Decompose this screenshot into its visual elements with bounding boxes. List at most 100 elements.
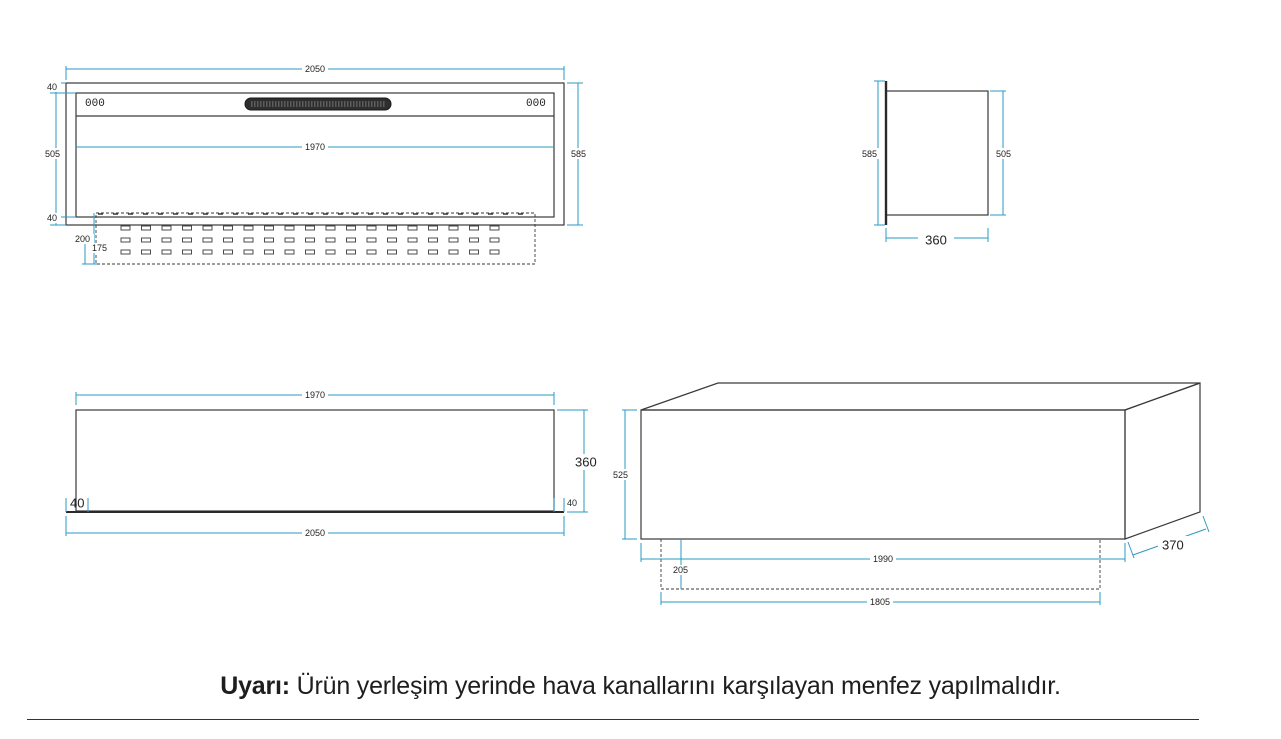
vent-slot [202, 249, 213, 255]
front-outer-frame [65, 82, 565, 226]
vent-slot [264, 249, 274, 255]
dim-side-depth: 360 [925, 233, 947, 248]
dim-top-overall-width: 2050 [305, 528, 325, 538]
dim-side-overall-height: 585 [862, 149, 877, 159]
top-body [75, 409, 555, 512]
dim-side-body-height: 505 [996, 149, 1011, 159]
vent-slot [120, 237, 131, 243]
vent-slot [120, 225, 131, 231]
vent-slot [407, 237, 418, 243]
iso-duct-outline [660, 538, 1101, 590]
vent-slot [325, 249, 336, 255]
vent-slot [366, 249, 377, 255]
control-panel-right: 000 [526, 98, 546, 110]
iso-top-face [640, 382, 1201, 411]
top-view: 1970 2050 360 40 40 [65, 390, 603, 538]
iso-side-face [1124, 382, 1201, 540]
vent-slot [161, 237, 172, 243]
vent-slot [346, 249, 356, 255]
side-view: 585 505 360 [860, 80, 1016, 248]
vent-slot [387, 237, 397, 243]
dim-iso-duct-height: 205 [673, 565, 688, 575]
vent-slot [202, 225, 213, 231]
dim-iso-depth: 370 [1162, 538, 1184, 553]
vent-slot [243, 225, 254, 231]
vent-slot [223, 225, 233, 231]
vent-slot [428, 225, 438, 231]
vent-slot [469, 225, 479, 231]
vent-slot [469, 249, 479, 255]
dim-top-depth: 360 [575, 455, 597, 470]
dim-iso-width: 1990 [873, 554, 893, 564]
vent-slot [387, 249, 397, 255]
vent-slot [407, 225, 418, 231]
vent-slot [284, 237, 295, 243]
vent-slot [243, 249, 254, 255]
vent-slot [120, 249, 131, 255]
dim-top-frame: 40 [47, 82, 57, 92]
vent-slot [223, 237, 233, 243]
vent-slot [284, 225, 295, 231]
vent-slot [305, 225, 315, 231]
vent-slot [407, 249, 418, 255]
vent-slot [305, 237, 315, 243]
vent-slot [448, 237, 459, 243]
vent-slot [448, 249, 459, 255]
dim-iso-height: 525 [613, 470, 628, 480]
dim-ext-iso-370-b [1202, 515, 1210, 533]
dim-top-right-offset: 40 [567, 498, 577, 508]
control-panel-left: 000 [85, 98, 105, 110]
dim-top-inner-width: 1970 [305, 390, 325, 400]
vent-slot [469, 237, 479, 243]
notice-underline [27, 719, 1199, 720]
front-body [75, 92, 555, 218]
vent-slot [428, 237, 438, 243]
vent-slot [305, 249, 315, 255]
dim-overall-height: 585 [571, 149, 586, 159]
dim-vent-height: 175 [92, 243, 107, 253]
dim-duct-depth: 200 [75, 234, 90, 244]
dim-overall-width: 2050 [305, 64, 325, 74]
vent-slot [366, 237, 377, 243]
dim-body-height: 505 [45, 149, 60, 159]
front-view: 000 000 2050 1970 585 40 505 40 [43, 64, 589, 265]
vent-slot [489, 237, 500, 243]
dim-iso-duct-width: 1805 [870, 597, 890, 607]
dim-bottom-frame: 40 [47, 213, 57, 223]
vent-slot [182, 237, 192, 243]
vent-grille [120, 225, 500, 255]
vent-slot [489, 249, 500, 255]
vent-slot [284, 249, 295, 255]
vent-slot [141, 237, 151, 243]
dim-inner-width: 1970 [305, 142, 325, 152]
vent-slot [346, 237, 356, 243]
vent-slot [141, 225, 151, 231]
vent-slot [346, 225, 356, 231]
vent-slot [182, 249, 192, 255]
dim-top-left-offset: 40 [70, 496, 84, 511]
iso-view: 525 1990 205 1805 370 [611, 382, 1210, 607]
vent-slot [141, 249, 151, 255]
vent-slot [428, 249, 438, 255]
vent-slot [243, 237, 254, 243]
notice-text: Ürün yerleşim yerinde hava kanallarını k… [296, 672, 1061, 700]
vent-slot [161, 225, 172, 231]
notice-label: Uyarı: [220, 672, 290, 700]
vent-slot [182, 225, 192, 231]
vent-slot [325, 225, 336, 231]
vent-slot [387, 225, 397, 231]
vent-slot [202, 237, 213, 243]
vent-slot [264, 237, 274, 243]
vent-slot [223, 249, 233, 255]
side-body [885, 90, 989, 216]
vent-slot [264, 225, 274, 231]
vent-slot [366, 225, 377, 231]
iso-front-face [640, 409, 1126, 540]
vent-slot [448, 225, 459, 231]
dim-ext-iso-370-a [1127, 541, 1135, 559]
vent-slot [325, 237, 336, 243]
vent-slot [161, 249, 172, 255]
vent-slot [489, 225, 500, 231]
placement-notice: Uyarı: Ürün yerleşim yerinde hava kanall… [0, 672, 1281, 701]
